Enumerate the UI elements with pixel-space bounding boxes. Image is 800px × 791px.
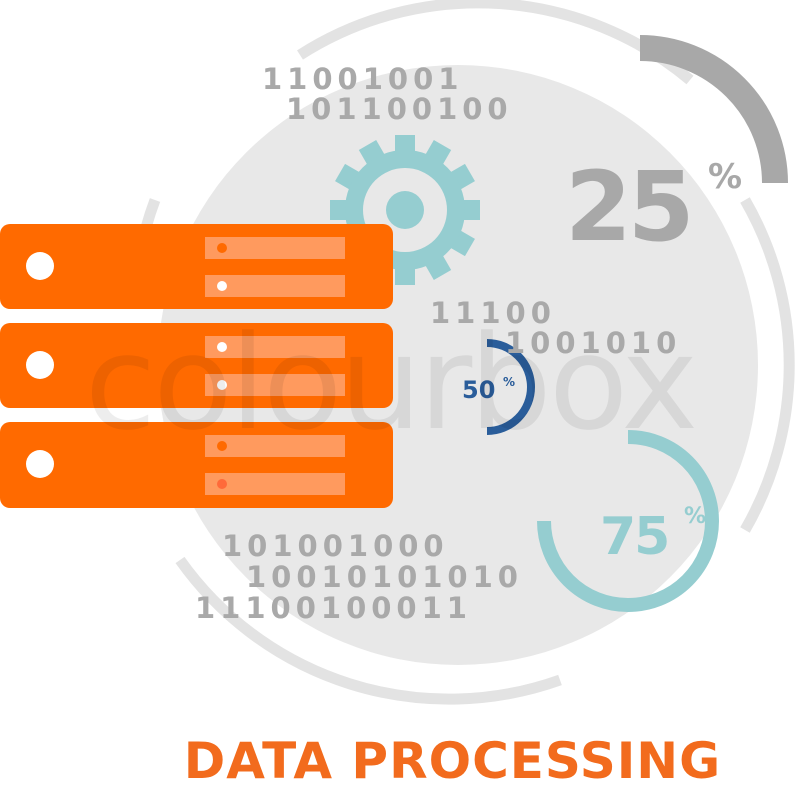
binary-top-2: 101100100 (286, 92, 513, 126)
gauge-50-value: 50 (462, 376, 495, 404)
gauge-25-arc (639, 35, 788, 184)
gauge-25-value: 25 (565, 151, 691, 263)
binary-mid-1: 11100 (430, 296, 556, 330)
gauge-75-unit: % (684, 504, 706, 529)
gauge-50-unit: % (503, 375, 515, 389)
gauge-50-arc (486, 339, 535, 435)
server-unit (0, 422, 393, 508)
gauge-75-arc (537, 430, 719, 612)
background-circle (158, 65, 758, 665)
binary-bottom-3: 11100100011 (195, 591, 472, 625)
watermark: colourbox (85, 307, 696, 459)
binary-bottom-1: 101001000 (222, 529, 449, 563)
binary-top-1: 11001001 (262, 62, 463, 96)
binary-mid-2: 1001010 (505, 326, 681, 360)
server-stack-icon (0, 224, 393, 508)
gauge-25-unit: % (708, 157, 742, 197)
binary-bottom-2: 10010101010 (246, 560, 523, 594)
page-title: DATA PROCESSING (183, 732, 722, 790)
gauge-75-value: 75 (600, 507, 668, 567)
server-unit (0, 224, 393, 309)
server-unit (0, 323, 393, 408)
